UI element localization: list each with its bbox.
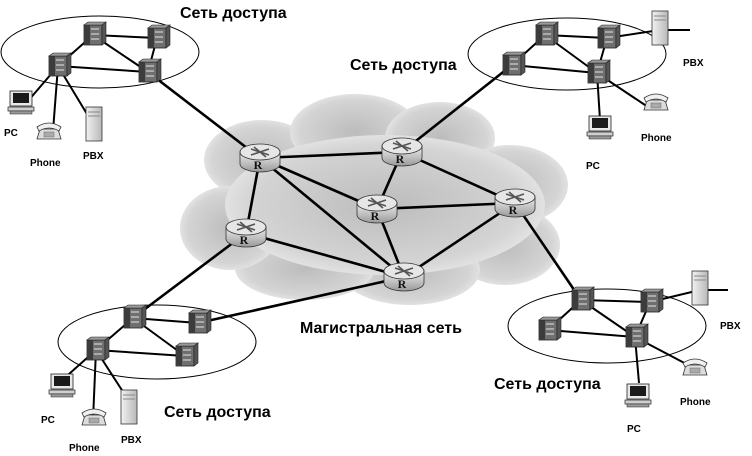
backbone-label: Магистральная сеть — [300, 320, 462, 337]
router-label: R — [398, 277, 407, 291]
pc-icon — [586, 115, 614, 140]
phone-label: Phone — [30, 158, 61, 169]
switch-icon — [86, 336, 110, 361]
switch-icon — [147, 24, 171, 49]
router-label: R — [371, 209, 380, 223]
pbx-label: PBX — [683, 58, 704, 69]
switch-icon — [502, 51, 526, 76]
switch-icon — [597, 24, 621, 49]
access-net-label: Сеть доступа — [350, 57, 457, 74]
switch-icon — [640, 288, 664, 313]
switch-icon — [587, 59, 611, 84]
switch-icon — [175, 342, 199, 367]
phone-icon — [81, 408, 107, 426]
access-net-label: Сеть доступа — [494, 376, 601, 393]
phone-icon — [36, 122, 62, 140]
pbx-icon — [651, 10, 669, 46]
router-label: R — [254, 158, 263, 172]
access-net-ellipse-top-right — [467, 17, 667, 91]
access-net-ellipse-top-left — [0, 15, 200, 89]
router-label: R — [240, 233, 249, 247]
pbx-label: PBX — [121, 435, 142, 446]
access-net-label: Сеть доступа — [180, 5, 287, 22]
switch-icon — [625, 323, 649, 348]
access-net-ellipse-bottom-left — [57, 304, 257, 380]
phone-label: Phone — [641, 133, 672, 144]
pc-icon — [7, 90, 35, 115]
phone-icon — [643, 93, 669, 111]
pbx-icon — [691, 270, 709, 306]
pc-label: PC — [586, 161, 600, 172]
switch-icon — [571, 286, 595, 311]
phone-label: Phone — [69, 443, 100, 454]
router-label: R — [396, 152, 405, 166]
switch-icon — [535, 21, 559, 46]
pbx-icon — [85, 106, 103, 142]
router-letters: R R R R R R — [240, 152, 518, 291]
pc-label: PC — [4, 128, 18, 139]
switch-icon — [538, 316, 562, 341]
labels: Сеть доступа Сеть доступа Сеть доступа С… — [4, 5, 741, 454]
pc-label: PC — [41, 415, 55, 426]
phone-icon — [682, 358, 708, 376]
access-net-ellipse-bottom-right — [507, 288, 707, 364]
switch-icon — [188, 309, 212, 334]
pc-label: PC — [627, 424, 641, 435]
switch-icon — [138, 58, 162, 83]
switch-icon — [83, 21, 107, 46]
pbx-label: PBX — [83, 151, 104, 162]
access-net-ellipses — [0, 15, 707, 380]
access-net-label: Сеть доступа — [164, 404, 271, 421]
switch-icon — [48, 52, 72, 77]
phone-label: Phone — [680, 397, 711, 408]
pbx-icon — [120, 389, 138, 425]
router-label: R — [509, 203, 518, 217]
pc-icon — [48, 373, 76, 398]
switch-icon — [123, 304, 147, 329]
pc-icon — [624, 383, 652, 408]
pbx-label: PBX — [720, 321, 741, 332]
